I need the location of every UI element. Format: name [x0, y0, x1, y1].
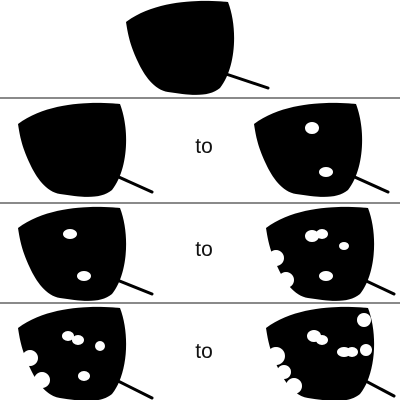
- row-2-before-leaf: [18, 206, 154, 301]
- row-3: to: [18, 306, 396, 400]
- edge-bite: [286, 378, 302, 394]
- edge-bite: [34, 372, 50, 388]
- row-3-after-leaf: [266, 306, 396, 400]
- row-1-to-label: to: [195, 135, 213, 158]
- edge-bite: [277, 365, 291, 379]
- row-1-after-leaf: [254, 102, 390, 197]
- hole: [62, 331, 74, 341]
- hole: [72, 335, 84, 345]
- hole: [77, 271, 91, 281]
- row-2-to-label: to: [195, 238, 213, 261]
- edge-bite: [267, 347, 285, 365]
- edge-bite: [360, 344, 372, 356]
- hole: [339, 242, 349, 250]
- edge-bite: [22, 350, 38, 366]
- hole: [316, 229, 328, 239]
- edge-bite: [357, 313, 371, 327]
- row-2: to: [18, 206, 396, 301]
- hole: [305, 230, 319, 242]
- hole: [95, 341, 105, 351]
- row-3-before-leaf: [18, 306, 154, 400]
- row-2-after-leaf: [266, 206, 396, 301]
- hole: [78, 371, 90, 381]
- reference-leaf: [126, 0, 270, 95]
- hole: [63, 229, 77, 239]
- row-3-to-label: to: [195, 340, 213, 363]
- row-1-before-leaf: [18, 102, 154, 197]
- edge-bite: [278, 272, 294, 288]
- hole: [305, 122, 319, 134]
- hole: [319, 271, 333, 281]
- hole: [316, 335, 328, 345]
- edge-bite: [268, 250, 284, 266]
- hole: [319, 167, 333, 177]
- hole: [346, 347, 358, 357]
- row-1: to: [18, 102, 390, 197]
